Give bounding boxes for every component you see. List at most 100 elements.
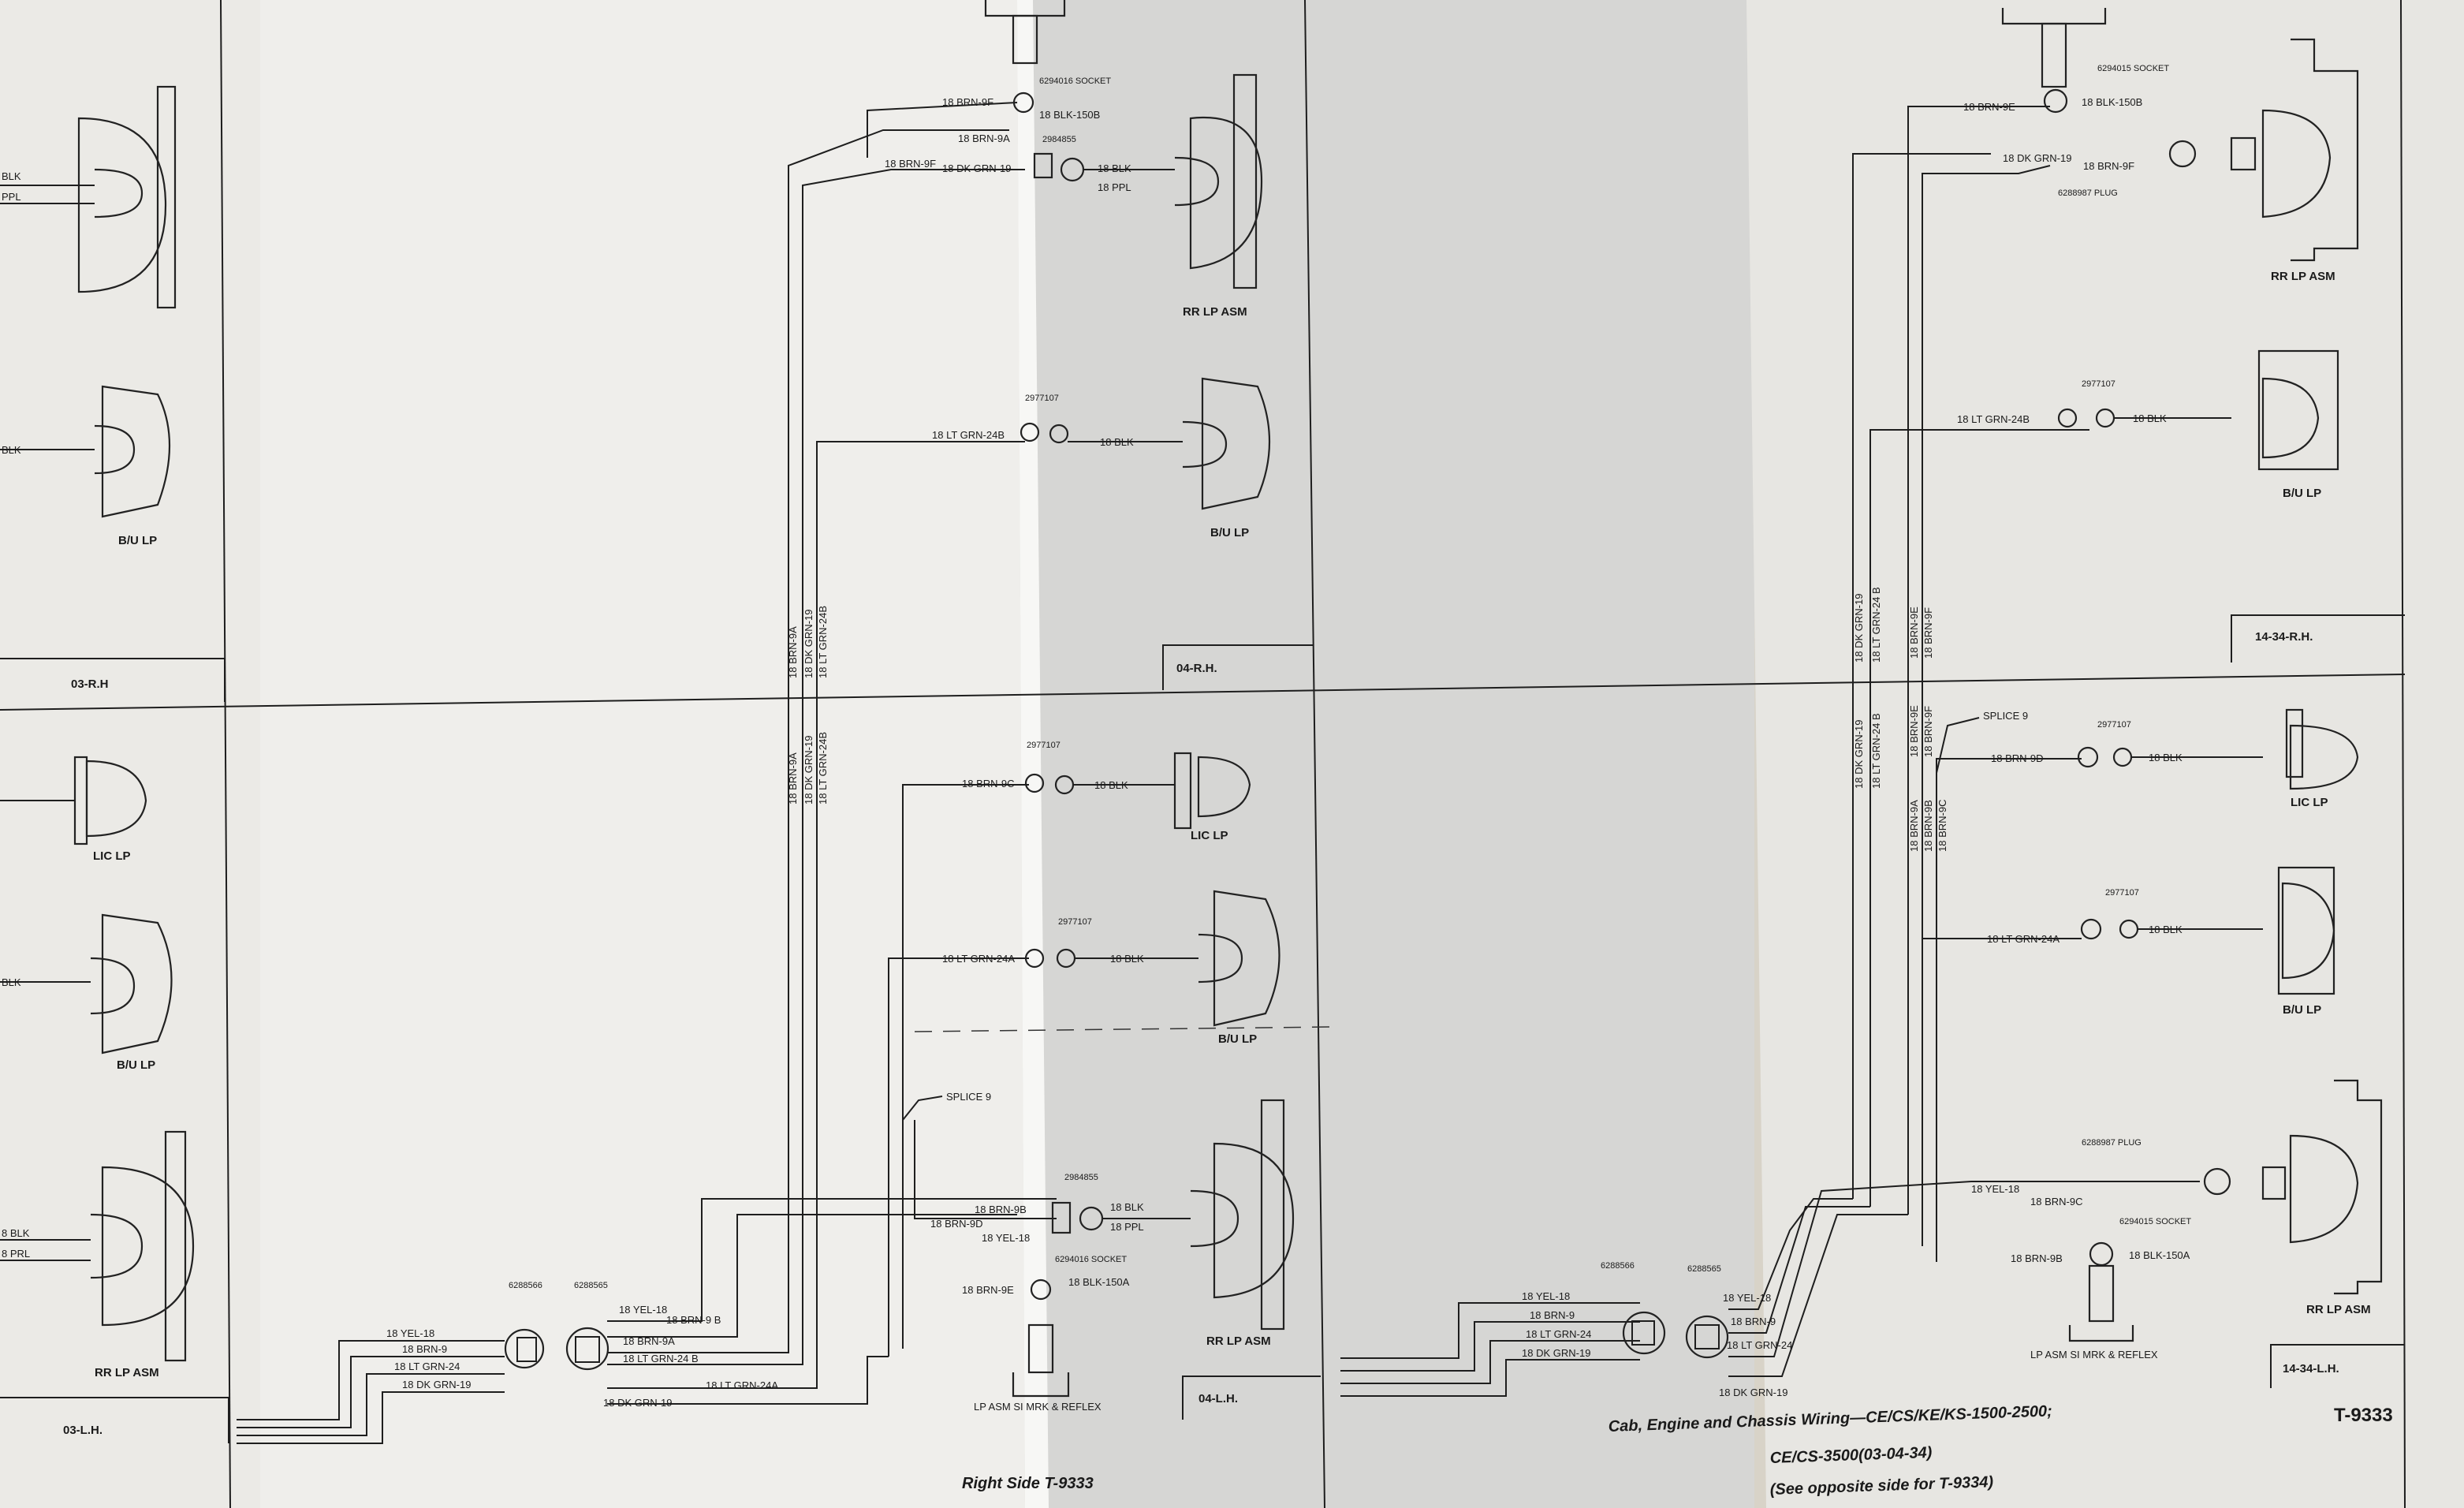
right-conn-p2: 6288565 xyxy=(1687,1264,1721,1274)
mid-rr-top-w7: 18 PPL xyxy=(1098,181,1131,193)
right-bu-bot-w1: 18 LT GRN-24A xyxy=(1987,933,2060,945)
section-box-04rh: 04-R.H. xyxy=(1162,644,1313,690)
mid-rr-top-part: 2984855 xyxy=(1042,135,1076,144)
right-bu-top-part: 2977107 xyxy=(2082,379,2115,389)
mid-rr-bot-part: 2984855 xyxy=(1064,1173,1098,1182)
mid-bu-lamp-bot: 2977107 18 LT GRN-24A 18 BLK B/U LP xyxy=(888,890,1333,1357)
right-rr-lamp-bot: 6288987 PLUG 18 YEL-18 18 BRN-9C 6294015… xyxy=(1971,1079,2383,1361)
left-wire-blk: BLK xyxy=(2,170,21,182)
mid-bu-top-part: 2977107 xyxy=(1025,394,1059,403)
right-vtop-2: 18 LT GRN-24 B xyxy=(1870,587,1882,663)
frame-line-left xyxy=(220,0,231,1508)
mid-lic-lamp: 2977107 18 BRN-9C 18 BLK LIC LP xyxy=(902,741,1251,1349)
right-conn-b3: 18 LT GRN-24 xyxy=(1727,1339,1792,1351)
right-vertical-harness: 18 DK GRN-19 18 LT GRN-24 B 18 BRN-9E 18… xyxy=(1852,106,2089,1262)
mid-lic-w2: 18 BLK xyxy=(1094,779,1128,791)
mid-bu-top-w2: 18 BLK xyxy=(1100,436,1134,448)
left-wire-8blk: 8 BLK xyxy=(2,1227,30,1239)
mid-bu-bot-w1: 18 LT GRN-24A xyxy=(942,953,1015,965)
right-vbot-1: 18 DK GRN-19 xyxy=(1853,720,1865,789)
right-bu-lamp-top: 2977107 18 LT GRN-24B 18 BLK B/U LP xyxy=(1957,349,2339,500)
mid-bu-bot-w2: 18 BLK xyxy=(1110,953,1144,965)
right-splice-label: SPLICE 9 xyxy=(1983,710,2028,722)
right-lic-w1: 18 BRN-9D xyxy=(1991,752,2043,764)
mid-rr-top-w2: 18 BRN-9A xyxy=(958,133,1010,144)
right-vtop-1: 18 DK GRN-19 xyxy=(1853,594,1865,663)
left-rr-lamp-top: BLK PPL xyxy=(0,85,177,309)
right-lic-label: LIC LP xyxy=(2291,796,2328,809)
mid-rr-top-w3: 18 BRN-9F xyxy=(885,158,936,170)
right-lic-part: 2977107 xyxy=(2097,720,2131,730)
right-conn-b4: 18 DK GRN-19 xyxy=(1719,1387,1787,1398)
right-rr-bot-w1: 18 YEL-18 xyxy=(1971,1183,2019,1195)
right-rr-lamp-top: 18 BRN-9E 6294015 SOCKET 18 BLK-150B 18 … xyxy=(1963,8,2359,283)
right-lic-lamp: 2977107 18 BRN-9D 18 BLK LIC LP xyxy=(1936,708,2359,809)
section-label-03lh: 03-L.H. xyxy=(63,1424,103,1437)
mid-rr-top-w6: 18 BLK xyxy=(1098,162,1131,174)
left-bu-lp-label-2: B/U LP xyxy=(117,1058,155,1072)
mid-rr-bot-label: RR LP ASM xyxy=(1206,1334,1271,1348)
right-vbot-2: 18 LT GRN-24 B xyxy=(1870,713,1882,789)
right-bu-top-w1: 18 LT GRN-24B xyxy=(1957,413,2030,425)
mid-vtop-1: 18 BRN-9A xyxy=(787,626,799,678)
mid-conn-p2: 6288565 xyxy=(574,1281,608,1290)
mid-conn-b6: 18 DK GRN-19 xyxy=(603,1397,672,1409)
mid-conn-p1: 6288566 xyxy=(509,1281,542,1290)
mid-rr-lamp-bot: 18 BRN-9B 18 BRN-9D 18 YEL-18 2984855 18… xyxy=(914,1099,1295,1413)
mid-vbot-2: 18 DK GRN-19 xyxy=(803,736,814,804)
right-lic-w2: 18 BLK xyxy=(2149,752,2183,763)
mid-bu-bot-label: B/U LP xyxy=(1218,1032,1257,1046)
left-rr-lamp-bot: 8 BLK 8 PRL RR LP ASM xyxy=(0,1130,195,1379)
mid-conn-b5: 18 LT GRN-24A xyxy=(706,1379,778,1391)
mid-rr-bot-w3: 18 YEL-18 xyxy=(982,1232,1030,1244)
right-rr-top-label: RR LP ASM xyxy=(2271,270,2335,283)
mid-conn-a1: 18 YEL-18 xyxy=(386,1327,434,1339)
mid-rr-bot-w1: 18 BRN-9B xyxy=(975,1204,1027,1215)
mid-rr-bot-w2: 18 BRN-9D xyxy=(930,1218,982,1230)
section-box-03rh: 03-R.H xyxy=(0,658,226,702)
right-vbot-4: 18 BRN-9F xyxy=(1922,706,1934,757)
mid-rr-bot-marker: LP ASM SI MRK & REFLEX xyxy=(974,1401,1102,1413)
section-divider xyxy=(0,674,2406,711)
mid-connectors: 18 YEL-18 18 BRN-9 18 LT GRN-24 18 DK GR… xyxy=(237,1198,1057,1444)
right-connectors: 18 YEL-18 18 BRN-9 18 LT GRN-24 18 DK GR… xyxy=(1340,1181,1972,1398)
section-box-1434rh: 14-34-R.H. xyxy=(2231,614,2405,663)
left-lic-lp-label: LIC LP xyxy=(93,849,131,863)
fold-crease-highlight xyxy=(1017,0,1049,1508)
mid-rr-top-w1: 18 BRN-9F xyxy=(942,96,993,108)
right-diagram-code: T-9333 xyxy=(2334,1405,2393,1426)
mid-splice-label: SPLICE 9 xyxy=(946,1091,991,1103)
right-bu-top-w2: 18 BLK xyxy=(2133,412,2167,424)
right-rr-top-plug: 6288987 PLUG xyxy=(2058,188,2118,198)
paper-right-panel xyxy=(1746,0,2464,1508)
section-label-1434rh: 14-34-R.H. xyxy=(2255,630,2313,644)
right-conn-a3: 18 LT GRN-24 xyxy=(1526,1328,1591,1340)
mid-bu-bot-part: 2977107 xyxy=(1058,917,1092,927)
right-rr-bot-w2: 18 BRN-9C xyxy=(2030,1196,2082,1208)
section-label-04rh: 04-R.H. xyxy=(1176,662,1217,675)
right-rr-top-w2: 18 BLK-150B xyxy=(2082,96,2142,108)
mid-bu-top-label: B/U LP xyxy=(1210,526,1249,539)
right-rr-bot-w3: 18 BRN-9B xyxy=(2011,1252,2063,1264)
right-rr-bot-label: RR LP ASM xyxy=(2306,1303,2371,1316)
left-wire-8prl: 8 PRL xyxy=(2,1248,30,1260)
left-bu-lamp-top: BLK B/U LP xyxy=(0,385,171,547)
paper-fold-shade xyxy=(0,0,260,1508)
right-conn-b1: 18 YEL-18 xyxy=(1723,1292,1771,1304)
mid-rr-bot-socket: 6294016 SOCKET xyxy=(1055,1255,1127,1264)
mid-conn-b1: 18 YEL-18 xyxy=(619,1304,667,1316)
right-conn-b2: 18 BRN-9 xyxy=(1731,1316,1776,1327)
mid-conn-b2: 18 BRN-9 B xyxy=(666,1314,721,1326)
right-conn-a4: 18 DK GRN-19 xyxy=(1522,1347,1590,1359)
mid-vertical-harness: 18 BRN-9A 18 DK GRN-19 18 LT GRN-24B 18 … xyxy=(787,129,1025,1322)
mid-vtop-2: 18 DK GRN-19 xyxy=(803,610,814,678)
mid-conn-a4: 18 DK GRN-19 xyxy=(402,1379,471,1390)
right-conn-a2: 18 BRN-9 xyxy=(1530,1309,1575,1321)
right-bu-bot-w2: 18 BLK xyxy=(2149,924,2183,935)
right-bu-bot-label: B/U LP xyxy=(2283,1003,2321,1017)
mid-rr-bot-w4: 18 BLK xyxy=(1110,1201,1144,1213)
left-bu-lamp-bot: BLK B/U LP xyxy=(0,913,173,1072)
mid-vtop-3: 18 LT GRN-24B xyxy=(817,606,829,678)
mid-rr-bot-w5: 18 PPL xyxy=(1110,1221,1144,1233)
